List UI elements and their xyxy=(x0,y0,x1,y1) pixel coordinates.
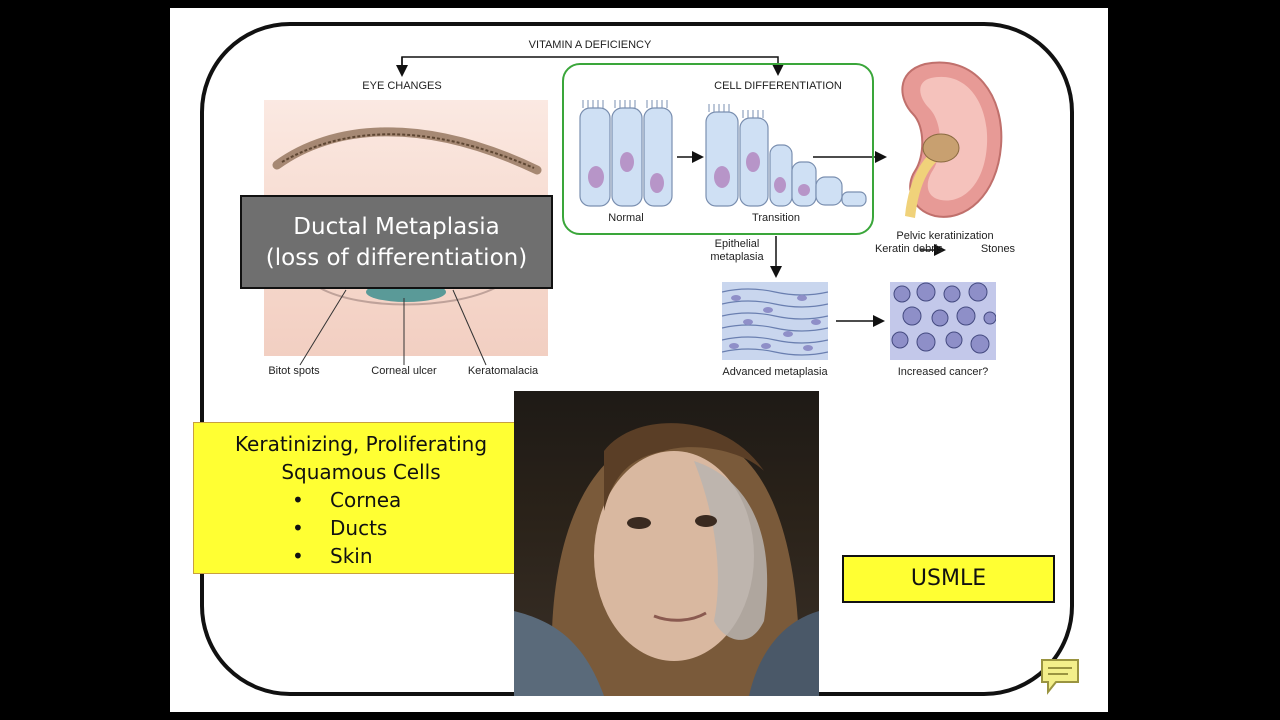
keratin-debris-text: Keratin debris xyxy=(874,243,943,255)
portrait-photo xyxy=(514,391,819,696)
keratomalacia-label: Keratomalacia xyxy=(467,365,539,377)
normal-label: Normal xyxy=(608,212,644,224)
stones-text: Stones xyxy=(980,243,1016,255)
ductal-metaplasia-callout: Ductal Metaplasia (loss of differentiati… xyxy=(240,195,553,289)
pelvic-line-2: Keratin debris Stones xyxy=(875,243,1015,256)
vitamin-a-deficiency-label: VITAMIN A DEFICIENCY xyxy=(528,39,652,51)
list-item: Cornea xyxy=(292,486,528,514)
kidney-illustration xyxy=(901,61,1003,218)
epithelial-metaplasia-line-1: Epithelial xyxy=(714,238,760,250)
list-item: Skin xyxy=(292,542,528,570)
cell-differentiation-box xyxy=(562,63,874,235)
pelvic-line-1: Pelvic keratinization xyxy=(896,230,994,242)
callout-line-1: Ductal Metaplasia xyxy=(293,214,500,240)
bitot-spots-label: Bitot spots xyxy=(268,365,320,377)
pelvic-keratinization-label: Pelvic keratinization Keratin debris Ston… xyxy=(875,230,1015,256)
eyebrow-drawing xyxy=(272,127,542,175)
speech-bubble-icon[interactable] xyxy=(1038,656,1082,696)
epithelial-metaplasia-line-2: metaplasia xyxy=(710,251,764,263)
cell-differentiation-label: CELL DIFFERENTIATION xyxy=(714,80,842,92)
yellow-title-line-1: Keratinizing, Proliferating xyxy=(234,432,488,456)
eye-changes-label: EYE CHANGES xyxy=(362,80,442,92)
callout-line-2: (loss of differentiation) xyxy=(265,245,528,271)
keratinizing-cells-box: Keratinizing, Proliferating Squamous Cel… xyxy=(193,422,529,574)
transition-label: Transition xyxy=(752,212,800,224)
yellow-box-title: Keratinizing, Proliferating Squamous Cel… xyxy=(194,423,528,486)
corneal-ulcer-label: Corneal ulcer xyxy=(371,365,437,377)
advanced-metaplasia-tissue xyxy=(722,282,828,360)
yellow-box-list: Cornea Ducts Skin xyxy=(194,486,528,570)
usmle-badge: USMLE xyxy=(842,555,1055,603)
epithelial-metaplasia-label: Epithelial metaplasia xyxy=(710,238,763,264)
yellow-title-line-2: Squamous Cells xyxy=(281,460,441,484)
increased-cancer-tissue xyxy=(890,282,996,360)
list-item: Ducts xyxy=(292,514,528,542)
advanced-metaplasia-label: Advanced metaplasia xyxy=(722,366,828,378)
increased-cancer-label: Increased cancer? xyxy=(897,366,989,378)
portrait-drawing xyxy=(514,423,819,696)
